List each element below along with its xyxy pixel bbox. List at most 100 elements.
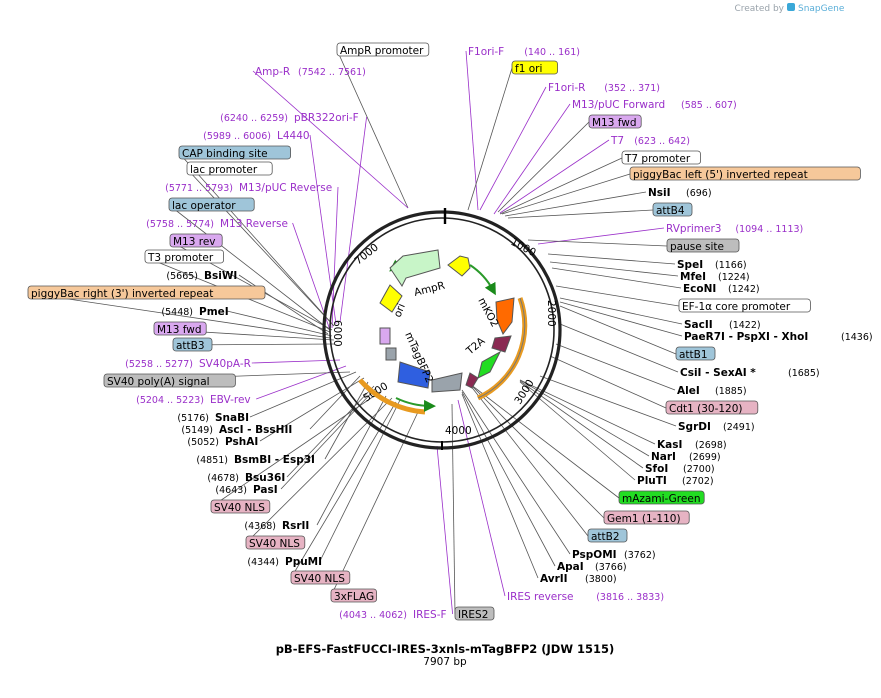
connector-line bbox=[316, 395, 387, 526]
label-text: attB4 bbox=[656, 205, 685, 217]
label-text: M13/pUC Forward bbox=[572, 99, 665, 111]
label-avrii: AvrII (3800) bbox=[540, 573, 617, 585]
label-text: L4440 bbox=[277, 130, 310, 142]
label-box bbox=[666, 238, 740, 253]
connector-line bbox=[549, 261, 679, 277]
label-box bbox=[618, 490, 705, 505]
connector-line bbox=[252, 70, 409, 209]
label-connectors bbox=[27, 49, 683, 615]
connector-line bbox=[168, 204, 331, 331]
label-box bbox=[169, 233, 223, 248]
label-text: attB2 bbox=[591, 531, 620, 543]
label-text: SfoI bbox=[645, 463, 668, 475]
label-attb3: attB3 bbox=[172, 337, 213, 352]
f1-ori-arrow bbox=[447, 255, 471, 277]
connector-line bbox=[186, 168, 335, 327]
label-position: (5258 .. 5277) bbox=[125, 359, 193, 370]
connector-line bbox=[238, 274, 329, 335]
label-text: PpuMI bbox=[285, 556, 322, 568]
label-sv40-nls: SV40 NLS bbox=[210, 499, 271, 514]
connector-line bbox=[339, 116, 367, 323]
connector-line bbox=[479, 86, 547, 211]
label-position: (4643) bbox=[215, 485, 247, 496]
label-attb4: attB4 bbox=[652, 202, 693, 217]
label-position: (585 .. 607) bbox=[681, 100, 737, 111]
connector-line bbox=[497, 121, 590, 213]
label-sacii: SacII(1422) bbox=[684, 319, 761, 331]
label-box bbox=[103, 373, 236, 388]
label-box bbox=[621, 150, 701, 165]
label-text: RVprimer3 bbox=[666, 223, 722, 235]
label-text: Bsu36I bbox=[245, 472, 285, 484]
snapgene-icon bbox=[787, 3, 795, 11]
label-m13-rev: M13 rev bbox=[169, 233, 223, 248]
label-position: (696) bbox=[686, 188, 712, 199]
connector-line bbox=[555, 285, 680, 307]
label-box bbox=[675, 346, 716, 361]
label-position: (3766) bbox=[595, 562, 627, 573]
label-text: SnaBI bbox=[215, 412, 249, 424]
connector-line bbox=[436, 445, 453, 615]
label-position: (3800) bbox=[585, 574, 617, 585]
label-position: (3762) bbox=[624, 550, 656, 561]
label-box bbox=[588, 114, 642, 129]
label-box bbox=[336, 42, 430, 57]
connector-line bbox=[539, 375, 677, 427]
label-position: (1685) bbox=[788, 368, 820, 379]
label-ires-f: IRES-F(4043 .. 4062) bbox=[339, 609, 446, 621]
label-box bbox=[652, 202, 693, 217]
label-pshai: PshAI(5052) bbox=[187, 436, 258, 448]
label-text: SV40 NLS bbox=[294, 573, 345, 585]
label-nari: NarI(2699) bbox=[651, 451, 721, 463]
connector-line bbox=[330, 411, 419, 597]
label-text: CAP binding site bbox=[182, 148, 268, 160]
plasmid-length: 7907 bp bbox=[423, 656, 467, 668]
label-lac-promoter: lac promoter bbox=[186, 161, 273, 176]
label-position: (2491) bbox=[723, 422, 755, 433]
label-box bbox=[27, 285, 266, 300]
connector-line bbox=[280, 387, 377, 490]
label-text: SV40 NLS bbox=[249, 538, 300, 550]
label-position: (4043 .. 4062) bbox=[339, 610, 407, 621]
label-text: F1ori-R bbox=[548, 82, 585, 94]
label-text: piggyBac right (3') inverted repeat bbox=[31, 288, 213, 300]
label-text: AvrII bbox=[540, 573, 568, 585]
label-m13-fwd: M13 fwd bbox=[588, 114, 642, 129]
connector-line bbox=[499, 157, 623, 215]
label-box bbox=[678, 298, 811, 313]
plasmid-title: pB-EFS-FastFUCCI-IRES-3xnls-mTagBFP2 (JD… bbox=[276, 642, 615, 656]
tick-7000: 7000 bbox=[352, 241, 380, 267]
label-text: M13 rev bbox=[173, 236, 216, 248]
label-ppumi: PpuMI (4344) bbox=[247, 556, 322, 568]
label-text: F1ori-F bbox=[468, 46, 504, 58]
label-text: M13 fwd bbox=[157, 324, 202, 336]
label-rvprimer3: RVprimer3(1094 .. 1113) bbox=[666, 223, 803, 235]
connector-line bbox=[461, 389, 571, 555]
label-position: (5448) bbox=[161, 307, 193, 318]
connector-line bbox=[319, 399, 401, 562]
label-t7: T7(623 .. 642) bbox=[610, 135, 690, 147]
label-sv40pa-r: SV40pA-R(5258 .. 5277) bbox=[125, 358, 251, 370]
label-box bbox=[629, 166, 861, 181]
label-box bbox=[153, 321, 207, 336]
label-text: EBV-rev bbox=[210, 394, 251, 406]
label-text: SgrDI bbox=[678, 421, 711, 433]
label-box bbox=[210, 499, 271, 514]
label-ampr-promoter: AmpR promoter bbox=[336, 42, 430, 57]
label-text: 3xFLAG bbox=[334, 591, 374, 603]
label-text: ApaI bbox=[557, 561, 584, 573]
tick-2000: 2000 bbox=[545, 300, 557, 327]
features bbox=[358, 249, 528, 415]
label-position: (2698) bbox=[695, 440, 727, 451]
mazami-green-arrow bbox=[477, 350, 502, 379]
connector-line bbox=[286, 385, 375, 478]
connector-line bbox=[559, 301, 683, 337]
label-position: (4344) bbox=[247, 557, 279, 568]
backbone bbox=[322, 208, 562, 450]
label-ires-reverse: IRES reverse(3816 .. 3833) bbox=[507, 591, 664, 603]
label-position: (1242) bbox=[728, 284, 760, 295]
label-sv40-poly-a-signal: SV40 poly(A) signal bbox=[103, 373, 236, 388]
label-position: (4851) bbox=[196, 455, 228, 466]
cdt1-arc-edge bbox=[477, 297, 526, 399]
